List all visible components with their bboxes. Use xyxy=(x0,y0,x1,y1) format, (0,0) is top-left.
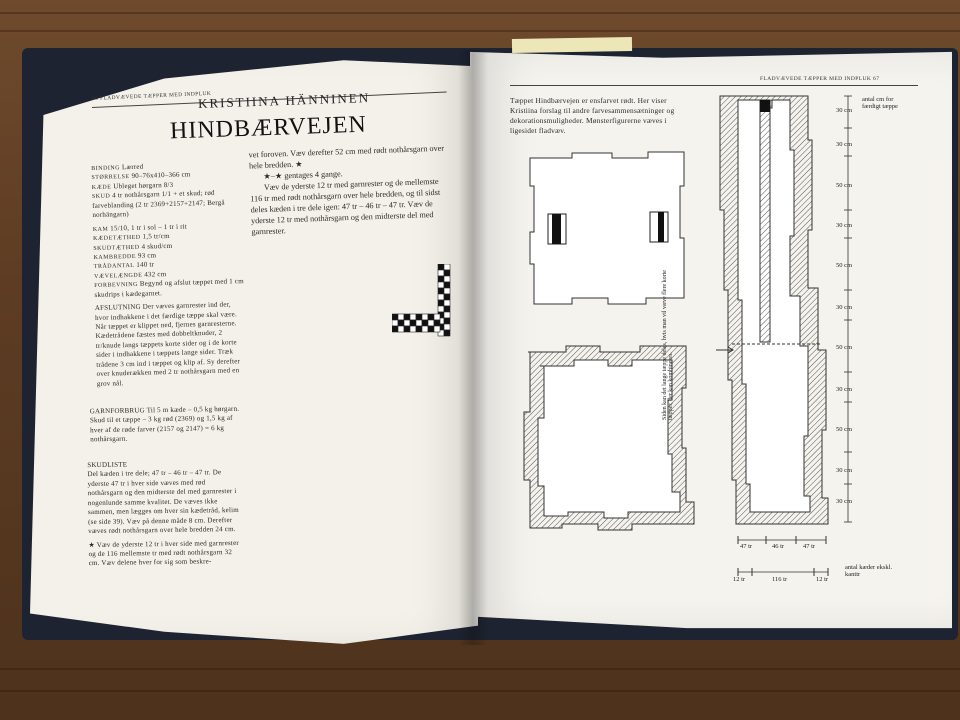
column-2-text: vet foroven. Væv derefter 52 cm med rødt… xyxy=(249,143,450,238)
weave-cell xyxy=(433,313,441,321)
weave-cell xyxy=(392,319,399,327)
weave-cell xyxy=(397,325,405,333)
warp-count-label: 12 tr xyxy=(733,576,746,583)
divider xyxy=(510,85,918,86)
weave-cell xyxy=(421,313,429,321)
rug-layout-diagram xyxy=(523,95,852,576)
weave-cell xyxy=(403,313,411,321)
weave-cell xyxy=(443,264,451,271)
weave-cell xyxy=(443,293,451,301)
warp-count-caption: antal kæder ekskl. kanttr xyxy=(845,564,893,578)
weave-cell xyxy=(403,319,411,327)
weave-cell xyxy=(443,299,451,307)
weave-pattern-diagram xyxy=(392,264,451,337)
warp-count-label: 47 tr xyxy=(803,543,816,550)
spec-line: FORBEVNING Begynd og afslut tæppet med 1… xyxy=(94,277,244,299)
weave-cell xyxy=(443,275,451,283)
wood-grain xyxy=(0,30,960,32)
weave-cell xyxy=(427,325,435,333)
warp-count-label: 12 tr xyxy=(816,576,829,583)
weave-cell xyxy=(443,317,451,325)
weave-cell xyxy=(409,319,417,327)
weave-cell xyxy=(397,313,405,321)
weave-cell xyxy=(443,269,451,277)
weave-cell xyxy=(437,264,445,271)
weave-cell xyxy=(437,299,445,307)
weave-cell xyxy=(427,319,435,327)
weave-cell xyxy=(443,305,451,313)
wood-grain xyxy=(0,12,960,14)
weave-cell xyxy=(409,325,417,333)
weave-cell xyxy=(392,325,399,333)
dimension-label: 30 cm xyxy=(836,467,853,474)
wood-grain xyxy=(0,690,960,692)
garnforbrug-text: GARNFORBRUG Til 5 m kæde – 0,5 kg hørgar… xyxy=(89,404,240,444)
dimension-label: 30 cm xyxy=(836,107,853,114)
weave-cell xyxy=(437,275,445,283)
weave-cell xyxy=(443,323,451,331)
dimension-label: 50 cm xyxy=(836,426,853,433)
dimension-label: 30 cm xyxy=(836,498,853,505)
weave-cell xyxy=(437,293,445,301)
weave-cell xyxy=(433,325,441,333)
book-gutter xyxy=(458,50,488,645)
skudliste-block: SKUDLISTE Del kæden i tre dele; 47 tr – … xyxy=(87,459,243,569)
weave-cell xyxy=(392,313,399,321)
weave-cell xyxy=(427,313,435,321)
dimension-label: 30 cm xyxy=(836,141,853,148)
dimension-label: 50 cm xyxy=(836,182,853,189)
weave-cell xyxy=(437,287,445,295)
weave-cell xyxy=(437,305,445,313)
split-arrow xyxy=(727,346,734,354)
weave-cell xyxy=(443,281,451,289)
weave-cell xyxy=(421,325,429,333)
weave-cell xyxy=(415,319,423,327)
vertical-note: Siden kan det lange tæppe deles, hvis ma… xyxy=(662,270,674,420)
weave-cell xyxy=(433,319,441,327)
dimension-label: 30 cm xyxy=(836,386,853,393)
dimension-label: 50 cm xyxy=(836,262,853,269)
motif-block xyxy=(552,214,561,244)
warp-count-label: 46 tr xyxy=(772,543,785,550)
left-page xyxy=(30,60,478,644)
dimension-caption: antal cm for færdigt tæppe xyxy=(862,96,898,110)
weave-cell xyxy=(443,287,451,295)
warp-count-label: 116 tr xyxy=(772,576,788,583)
spec-line: SKUD 4 tr nothårsgarn 1/1 + et skud; rød… xyxy=(91,189,225,220)
weave-cell xyxy=(437,281,445,289)
skudliste-text-2: ★ Væv de yderste 12 tr i hver side med g… xyxy=(88,538,239,568)
running-head-right: FLADVÆVEDE TÆPPER MED INDPLUK 67 xyxy=(760,76,880,82)
weave-cell xyxy=(415,313,423,321)
weave-cell xyxy=(397,319,405,327)
dimension-label: 50 cm xyxy=(836,344,853,351)
spec-list: BINDING Lærred STØRRELSE 90–76x410–366 c… xyxy=(91,160,247,389)
col2-paragraph: Væv de yderste 12 tr med garnrester og d… xyxy=(250,177,441,237)
weave-cell xyxy=(403,325,411,333)
dimension-label: 30 cm xyxy=(836,304,853,311)
motif-block xyxy=(658,212,664,242)
warp-count-label: 47 tr xyxy=(740,543,753,550)
weave-cell xyxy=(409,313,417,321)
weave-cell xyxy=(437,269,445,277)
afslutning-text: AFSLUTNING Der væves garnrester ind der,… xyxy=(94,300,241,388)
weave-cell xyxy=(415,325,423,333)
right-page xyxy=(470,51,952,629)
runner-center-mark xyxy=(760,100,770,112)
weave-cell xyxy=(421,319,429,327)
rug-inner-field xyxy=(537,359,681,519)
weave-cell xyxy=(443,311,451,319)
skudliste-text: Del kæden i tre dele; 47 tr – 46 tr – 47… xyxy=(87,468,239,536)
dimension-label: 30 cm xyxy=(836,222,853,229)
dimension-ticks xyxy=(844,95,852,523)
runner-inner xyxy=(737,99,811,513)
page-title: HINDBÆRVEJEN xyxy=(169,111,368,145)
wood-grain xyxy=(0,668,960,670)
rug-shape-plain xyxy=(529,151,685,305)
bookmark-slip xyxy=(511,36,633,54)
weave-cell xyxy=(443,329,451,337)
runner-center-stripe xyxy=(759,99,771,343)
intro-text: Tæppet Hindbærvejen er ensfarvet rødt. H… xyxy=(510,96,675,135)
